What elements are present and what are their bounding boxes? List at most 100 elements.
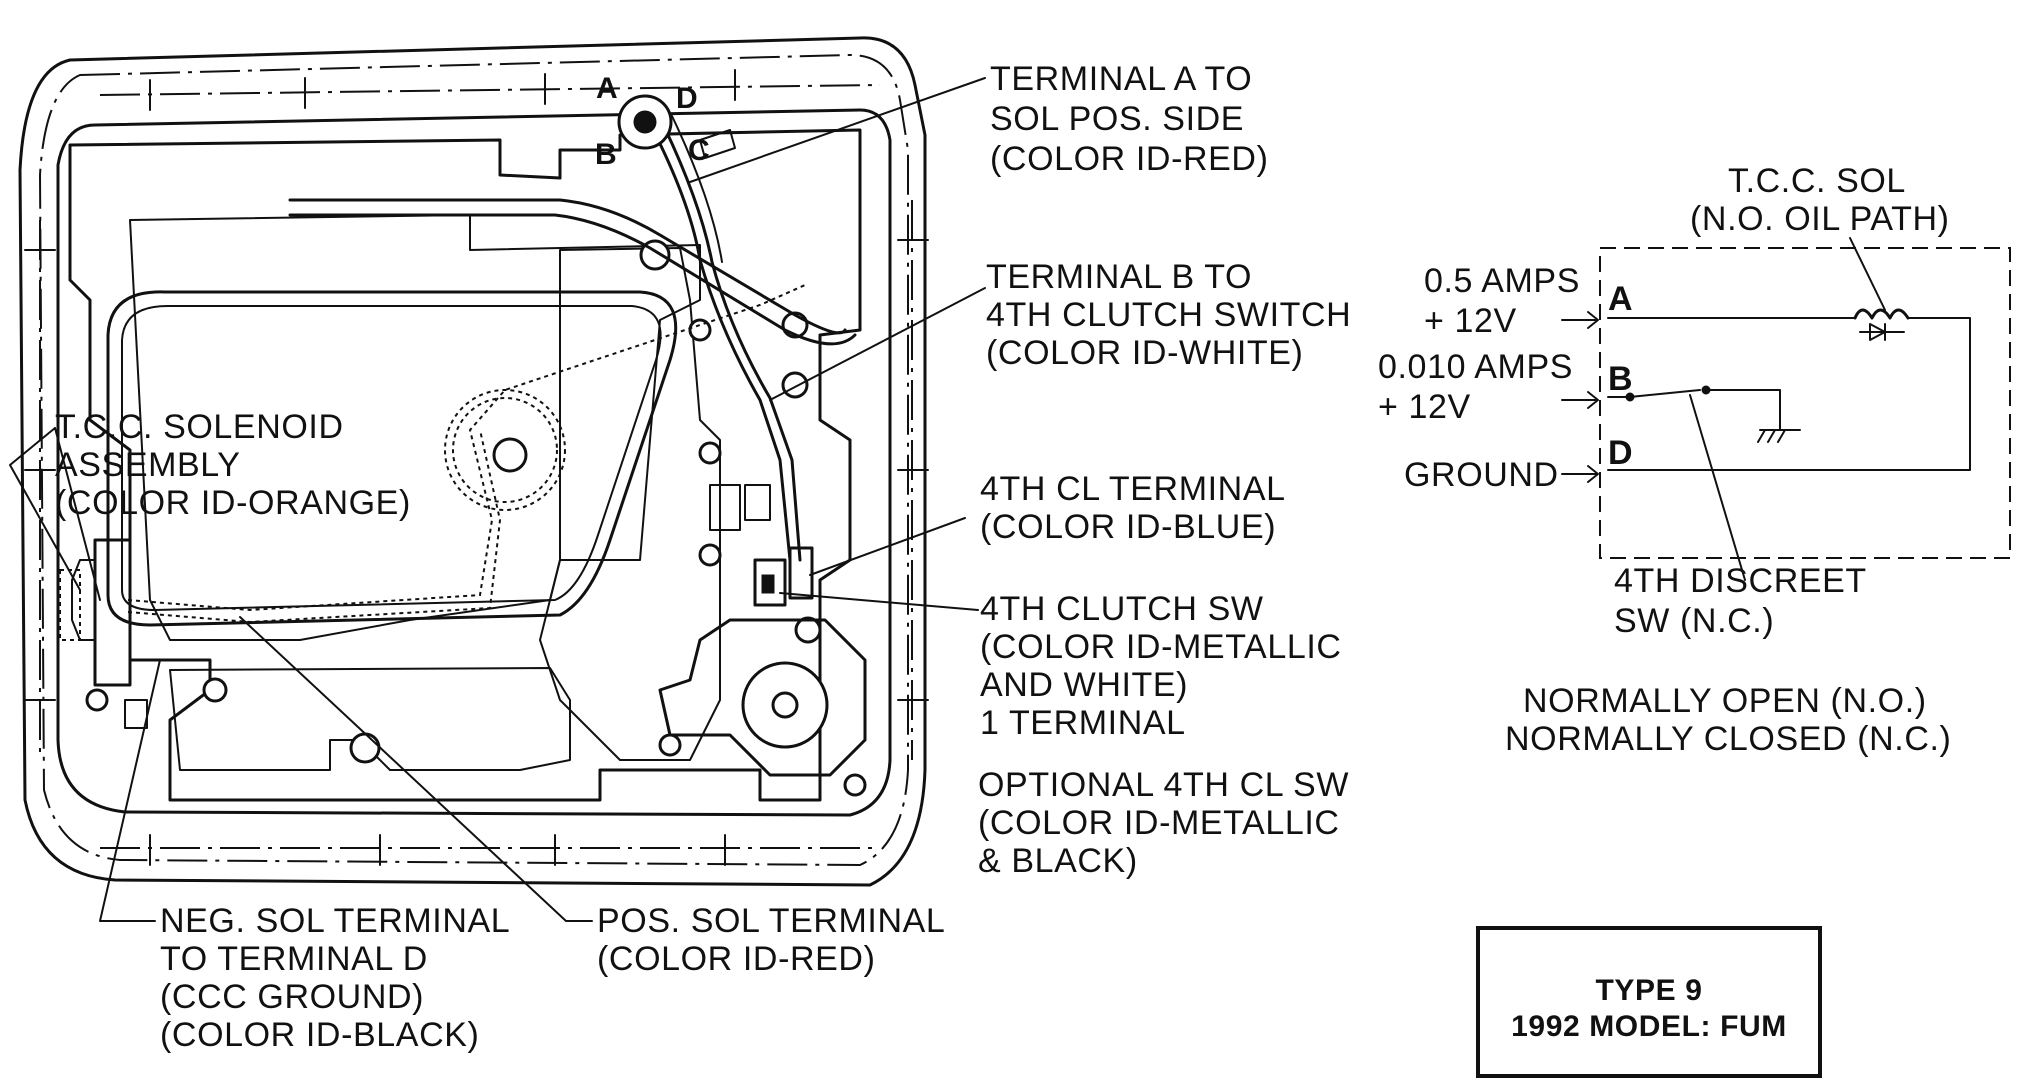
servo-housing: [658, 618, 867, 777]
type-box-frame: [1476, 926, 1822, 1078]
harness-wire: [646, 118, 792, 562]
connector-label-b: B: [595, 138, 617, 171]
input-a-line1: 0.5 AMPS: [1424, 262, 1580, 300]
type-box: TYPE 9 1992 MODEL: FUM: [1476, 926, 1822, 1078]
bolt-hole: [202, 677, 228, 703]
terminal-a-line2: SOL POS. SIDE: [990, 100, 1244, 138]
sol-title-line1: T.C.C. SOL: [1728, 162, 1906, 200]
switch-plug: [761, 574, 775, 594]
servo-inner: [771, 691, 799, 719]
tcc-solenoid-line3: (COLOR ID-ORANGE): [55, 484, 411, 522]
callout-cl-terminal: 4TH CL TERMINAL (COLOR ID-BLUE): [980, 470, 1286, 546]
pos-sol-line2: (COLOR ID-RED): [597, 940, 876, 978]
arrow-b: [1561, 391, 1599, 409]
solenoid-tube-2: [288, 213, 857, 346]
cl-terminal-line1: 4TH CL TERMINAL: [980, 470, 1286, 508]
input-a-line2: + 12V: [1424, 302, 1517, 340]
pan-outer-centerline: [38, 53, 909, 867]
solenoid-diode-icon: [1859, 323, 1905, 341]
bolt-hole: [349, 732, 381, 764]
pan-outer-outline: [18, 36, 927, 887]
connector-label-d: D: [676, 82, 698, 115]
leader-pos-sol: [239, 616, 593, 922]
bolt-hole: [688, 318, 712, 342]
transmission-pan-drawing: A D B C: [18, 36, 929, 887]
bolt-hole: [698, 441, 722, 465]
tcc-solenoid-port: [59, 569, 81, 641]
callout-optional-sw: OPTIONAL 4TH CL SW (COLOR ID-METALLIC & …: [978, 766, 1348, 880]
sol-title-line2: (N.O. OIL PATH): [1690, 200, 1950, 238]
wiring-schematic: T.C.C. SOL (N.O. OIL PATH) 0.5 AMPS + 12…: [1378, 162, 2011, 758]
legend-line2: NORMALLY CLOSED (N.C.): [1505, 720, 1951, 758]
switch-leader: [1689, 394, 1746, 581]
terminal-b-line3: (COLOR ID-WHITE): [986, 334, 1303, 372]
terminal-b-line1: TERMINAL B TO: [986, 258, 1252, 296]
tcc-solenoid-bracket: [71, 559, 96, 641]
accumulator-hole: [492, 437, 528, 473]
cl-terminal-body: [788, 546, 814, 600]
accumulator-dashed-inner: [452, 397, 558, 503]
bolt-ticks: [24, 69, 929, 866]
neg-sol-line4: (COLOR ID-BLACK): [160, 1016, 479, 1054]
pin-b: B: [1608, 360, 1633, 398]
cl-terminal-line2: (COLOR ID-BLUE): [980, 508, 1276, 546]
terminal-a-line1: TERMINAL A TO: [990, 60, 1252, 98]
valve-body-bottom: [169, 667, 571, 771]
leader-tcc-solenoid-2: [54, 427, 101, 601]
harness-wire-3: [671, 115, 723, 263]
switch-line2: SW (N.C.): [1614, 602, 1774, 640]
pos-sol-line1: POS. SOL TERMINAL: [597, 902, 945, 940]
connector-center: [633, 110, 657, 134]
input-b-line2: + 12V: [1378, 388, 1471, 426]
wire-harness-loop: [106, 290, 678, 627]
bolt-hole: [85, 688, 109, 712]
ground-label: GROUND: [1404, 456, 1559, 494]
clutch-sw-line2: (COLOR ID-METALLIC: [980, 628, 1342, 666]
switch-line1: 4TH DISCREET: [1614, 562, 1867, 600]
legend-line1: NORMALLY OPEN (N.O.): [1523, 682, 1927, 720]
valve-body-plate: [539, 247, 721, 761]
centerline-top: [99, 84, 881, 96]
solenoid-plug: [124, 699, 148, 729]
leader-terminal-a: [689, 77, 986, 183]
solenoid-coil-icon: [1853, 308, 1910, 320]
type-line1: TYPE 9: [1596, 974, 1703, 1007]
neg-wire-dashed-2: [127, 429, 502, 624]
valve-body-inner: [129, 214, 701, 641]
bolt-hole: [843, 773, 867, 797]
callout-tcc-solenoid: T.C.C. SOLENOID ASSEMBLY (COLOR ID-ORANG…: [55, 408, 411, 522]
solenoid-tube: [288, 198, 847, 335]
leader-clutch-sw: [779, 592, 979, 611]
leader-neg-sol: [99, 659, 161, 922]
type-line2: 1992 MODEL: FUM: [1511, 1010, 1787, 1043]
schematic-dashed-box: [1599, 247, 2011, 559]
callout-pos-sol: POS. SOL TERMINAL (COLOR ID-RED): [597, 902, 945, 978]
callout-terminal-a: TERMINAL A TO SOL POS. SIDE (COLOR ID-RE…: [990, 60, 1269, 178]
leader-cl-terminal: [809, 517, 966, 576]
callout-clutch-sw: 4TH CLUTCH SW (COLOR ID-METALLIC AND WHI…: [980, 590, 1342, 742]
callout-neg-sol: NEG. SOL TERMINAL TO TERMINAL D (CCC GRO…: [160, 902, 510, 1054]
bolt-hole: [794, 616, 822, 644]
circuit-solenoid-return: [1607, 317, 1971, 471]
optional-sw-line2: (COLOR ID-METALLIC: [978, 804, 1340, 842]
bolt-hole: [658, 733, 682, 757]
neg-sol-line1: NEG. SOL TERMINAL: [160, 902, 510, 940]
connector-tab: [699, 129, 736, 159]
leader-terminal-b: [769, 287, 986, 401]
connector-label-a: A: [596, 72, 618, 105]
switch-blade: [1629, 389, 1701, 398]
callout-terminal-b: TERMINAL B TO 4TH CLUTCH SWITCH (COLOR I…: [986, 258, 1351, 372]
harness-wire-2: [658, 116, 802, 562]
terminal-a-line3: (COLOR ID-RED): [990, 140, 1269, 178]
terminal-b-line2: 4TH CLUTCH SWITCH: [986, 296, 1351, 334]
arrow-a: [1561, 311, 1599, 329]
clutch-sw-line4: 1 TERMINAL: [980, 704, 1186, 742]
bracket: [709, 484, 771, 531]
arrow-ground: [1561, 465, 1599, 483]
pin-a: A: [1608, 280, 1633, 318]
leader-lines: [9, 77, 986, 922]
accumulator-dashed: [444, 389, 566, 511]
ground-icon: [1757, 429, 1801, 443]
optional-sw-line3: & BLACK): [978, 842, 1138, 880]
tcc-solenoid-line2: ASSEMBLY: [55, 446, 241, 484]
